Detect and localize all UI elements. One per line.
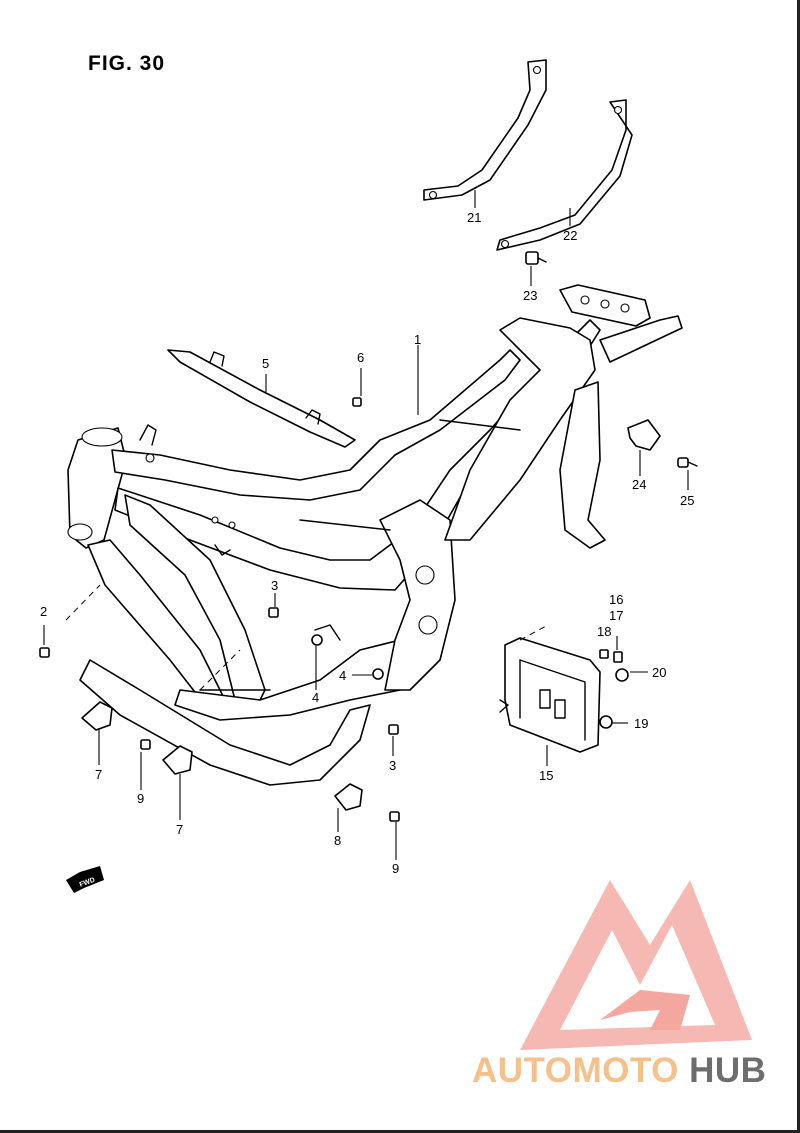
grommet-19 bbox=[599, 715, 613, 729]
callout-20: 20 bbox=[652, 665, 666, 680]
callout-9a: 9 bbox=[137, 791, 144, 806]
leader-lines bbox=[43, 190, 689, 860]
bolt-4a bbox=[311, 634, 323, 646]
callout-4b: 4 bbox=[339, 668, 346, 683]
bracket-7b bbox=[162, 745, 193, 775]
brace-bar-5 bbox=[167, 349, 356, 448]
callout-22: 22 bbox=[563, 228, 577, 243]
bolt-4b bbox=[372, 668, 384, 680]
bolt-9b bbox=[389, 811, 400, 822]
assembly-line-1 bbox=[65, 584, 101, 621]
pivot-plate bbox=[379, 499, 456, 691]
callout-5: 5 bbox=[262, 356, 269, 371]
callout-6: 6 bbox=[357, 350, 364, 365]
rear-member-hole-1 bbox=[580, 295, 590, 305]
callout-4a: 4 bbox=[312, 690, 319, 705]
bolt-23 bbox=[525, 251, 547, 265]
grab-rail-21-hole-1 bbox=[532, 65, 542, 75]
pivot-hole-upper bbox=[415, 565, 435, 585]
pivot-hole-lower bbox=[418, 615, 438, 635]
watermark-text-automoto: AUTOMOTO HUB bbox=[472, 1051, 766, 1090]
rear-member-hole-3 bbox=[620, 303, 630, 313]
grab-rail-22-hole-1 bbox=[613, 105, 623, 115]
watermark-word-main: AUTOMOTO bbox=[472, 1051, 679, 1090]
assembly-line-3 bbox=[519, 624, 549, 641]
callout-23: 23 bbox=[523, 288, 537, 303]
callout-18: 18 bbox=[597, 624, 611, 639]
figure-title: FIG. 30 bbox=[88, 52, 166, 75]
brace-bar-5-tab-1 bbox=[209, 351, 225, 367]
fwd-arrow-shape bbox=[66, 866, 104, 893]
callout-7b: 7 bbox=[176, 822, 183, 837]
head-stock-bottom bbox=[67, 523, 93, 541]
bolt-3a bbox=[268, 607, 279, 618]
bolt-3b bbox=[388, 724, 399, 735]
grab-rail-21-hole-2 bbox=[428, 190, 438, 200]
assembly-line-2 bbox=[199, 649, 241, 691]
callout-24: 24 bbox=[632, 477, 646, 492]
lower-cradle-left bbox=[79, 659, 371, 786]
bracket-24 bbox=[627, 419, 661, 451]
rear-tail-tube bbox=[599, 315, 683, 363]
bolt-6 bbox=[352, 397, 362, 407]
grab-rail-22 bbox=[496, 99, 633, 251]
bracket-8 bbox=[334, 783, 363, 811]
frame-tab-3 bbox=[314, 624, 341, 641]
brace-bar-5-tab-2 bbox=[305, 409, 321, 425]
rear-member-hole-2 bbox=[600, 299, 610, 309]
callout-7a: 7 bbox=[95, 767, 102, 782]
frame-hole-2 bbox=[211, 516, 219, 524]
callout-21: 21 bbox=[467, 210, 481, 225]
callout-2: 2 bbox=[40, 604, 47, 619]
frame-hole-1 bbox=[145, 453, 155, 463]
cross-brace-1 bbox=[439, 419, 521, 431]
frame-hole-3 bbox=[228, 521, 236, 529]
rear-subframe bbox=[444, 317, 596, 541]
battery-holder-15 bbox=[499, 637, 601, 753]
main-rail-right bbox=[114, 319, 601, 591]
grab-rail-22-hole-2 bbox=[500, 239, 510, 249]
callout-8: 8 bbox=[334, 833, 341, 848]
main-frame bbox=[67, 284, 683, 786]
frame-tab-2 bbox=[214, 544, 231, 556]
callout-19: 19 bbox=[634, 716, 648, 731]
head-stock-top bbox=[81, 427, 123, 447]
callout-3a: 3 bbox=[271, 578, 278, 593]
callout-17: 17 bbox=[609, 608, 623, 623]
grab-rail-21 bbox=[423, 59, 547, 201]
callout-15: 15 bbox=[539, 768, 553, 783]
watermark-text: AUTOMOTO HUB bbox=[472, 1051, 766, 1090]
nut-20 bbox=[615, 668, 629, 682]
fwd-arrow: FWD bbox=[66, 866, 104, 893]
main-rail-left bbox=[111, 349, 521, 501]
bolt-9a bbox=[140, 739, 151, 750]
callout-16: 16 bbox=[609, 592, 623, 607]
cross-brace-2 bbox=[299, 519, 391, 531]
callout-9b: 9 bbox=[392, 861, 399, 876]
callout-1: 1 bbox=[414, 332, 421, 347]
logo-g-shape bbox=[600, 990, 690, 1030]
bracket-7a bbox=[81, 701, 113, 731]
callout-25: 25 bbox=[680, 493, 694, 508]
bolt-16-17-18 bbox=[599, 649, 623, 663]
frame-tab-1 bbox=[139, 424, 157, 446]
watermark-word-hub: HUB bbox=[689, 1051, 766, 1090]
callout-3b: 3 bbox=[389, 758, 396, 773]
bolt-2 bbox=[39, 647, 50, 658]
bolt-25 bbox=[677, 457, 698, 468]
watermark-logo bbox=[520, 880, 752, 1050]
rear-down-strut bbox=[559, 381, 606, 549]
